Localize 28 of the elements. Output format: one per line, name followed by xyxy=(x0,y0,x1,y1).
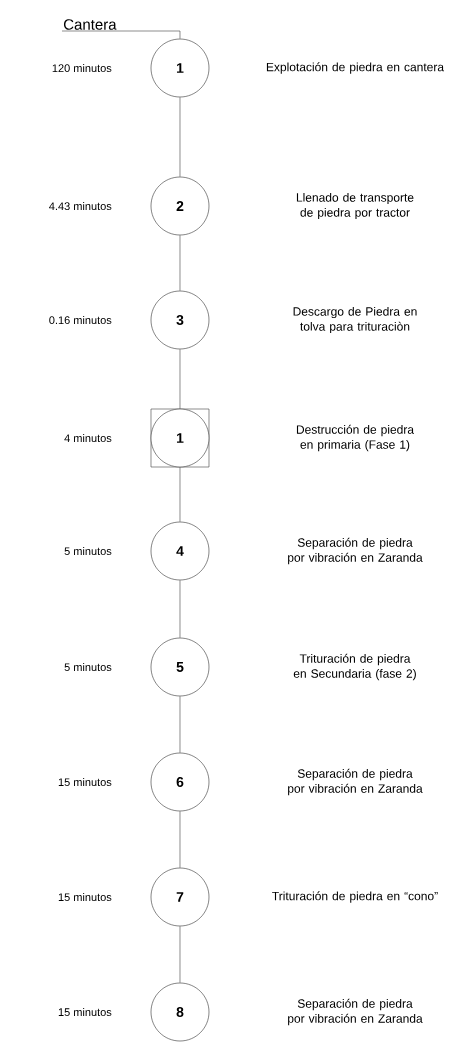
step-description: Trituración de piedra en Secundaria (fase 2) xyxy=(293,653,416,681)
time-label: 5 minutos xyxy=(64,662,112,672)
step-description: Llenado de transporte de piedra por tractor xyxy=(296,192,414,220)
time-label: 4.43 minutos xyxy=(49,202,112,211)
time-label: 5 minutos xyxy=(64,546,112,556)
time-label: 0.16 minutos xyxy=(49,316,112,325)
connector-line xyxy=(179,811,181,868)
start-label: Cantera xyxy=(63,19,117,30)
step-description: Separación de piedra por vibración en Zaranda xyxy=(288,537,423,565)
connector-line xyxy=(179,580,181,638)
time-label: 15 minutos xyxy=(58,1007,112,1017)
connector-line xyxy=(179,926,181,983)
time-label: 15 minutos xyxy=(58,777,112,787)
step-description: Destrucción de piedra en primaria (Fase 1) xyxy=(296,424,414,452)
step-description: Separación de piedra por vibración en Zaranda xyxy=(288,998,423,1026)
time-label: 15 minutos xyxy=(58,892,112,902)
connector-line xyxy=(179,467,181,522)
connector-line xyxy=(179,349,181,409)
connector-line xyxy=(61,30,181,39)
step-description: Descargo de Piedra en tolva para trituraciòn xyxy=(293,306,417,334)
connector-line xyxy=(179,235,181,291)
step-description: Explotación de piedra en cantera xyxy=(266,62,444,74)
time-label: 4 minutos xyxy=(64,433,112,443)
step-description: Trituración de piedra en “cono” xyxy=(272,891,438,903)
step-description: Separación de piedra por vibración en Zaranda xyxy=(288,768,423,796)
connector-line xyxy=(179,97,181,177)
time-label: 120 minutos xyxy=(52,64,112,73)
connector-line xyxy=(179,696,181,753)
